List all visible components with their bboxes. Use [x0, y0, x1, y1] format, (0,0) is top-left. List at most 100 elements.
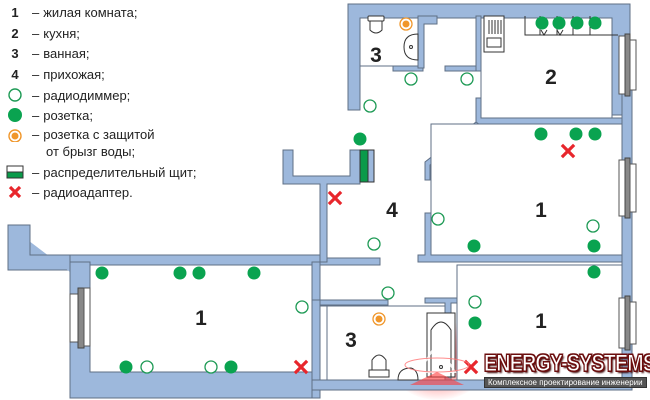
- radiodimmer-icon: [468, 295, 482, 309]
- room-label: 3: [345, 329, 357, 352]
- legend-label: –ванная;: [32, 45, 90, 61]
- bathtub-icon: [426, 312, 456, 378]
- legend-key: 4: [11, 66, 19, 82]
- radioadapter-icon: [463, 359, 479, 375]
- splash-socket-icon: [0, 126, 30, 142]
- wall-bath-inner: [417, 15, 438, 69]
- legend-label: –кухня;: [32, 25, 80, 41]
- radiodimmer-icon: [0, 87, 30, 103]
- socket-icon: [468, 316, 482, 330]
- socket-icon: [587, 239, 601, 253]
- legend-label: –радиодиммер;: [32, 87, 131, 103]
- radioadapter-icon: [560, 143, 576, 159]
- socket-icon: [570, 16, 584, 30]
- radioadapter-icon: [327, 190, 343, 206]
- room-label: 2: [545, 66, 557, 89]
- watermark-title: ENERGY-SYSTEMS: [484, 350, 650, 378]
- radiodimmer-icon: [381, 286, 395, 300]
- radiodimmers: [140, 72, 600, 374]
- radioadapter-icon: [293, 359, 309, 375]
- toilet-top-icon: [367, 15, 385, 34]
- socket-icon: [587, 265, 601, 279]
- splash-socket-icon: [399, 17, 413, 31]
- legend-label: –розетка;: [32, 107, 93, 123]
- socket-icon: [534, 127, 548, 141]
- radiodimmer-icon: [404, 72, 418, 86]
- sockets: [95, 16, 602, 374]
- legend-label: от брызг воды;: [46, 143, 136, 159]
- legend-row-splash-socket-cont: от брызг воды;: [44, 142, 135, 160]
- radiodimmer-icon: [460, 72, 474, 86]
- wall-bath-partition-2: [444, 65, 480, 72]
- legend-key: 1: [11, 4, 19, 20]
- room-label: 1: [535, 199, 547, 222]
- legend-row-radiodimmer: –радиодиммер;: [0, 86, 130, 104]
- radiodimmer-icon: [586, 219, 600, 233]
- sink-bottom-icon: [397, 367, 419, 381]
- socket-icon: [224, 360, 238, 374]
- window-living-mid: [618, 157, 637, 219]
- radiodimmer-icon: [431, 212, 445, 226]
- socket-icon: [552, 16, 566, 30]
- socket-icon: [535, 16, 549, 30]
- room-labels: 3 2 4 1 1 3 1: [195, 44, 557, 352]
- room-interior-living-left: [89, 264, 313, 373]
- radiodimmer-icon: [204, 360, 218, 374]
- socket-icon: [467, 239, 481, 253]
- legend-label: –жилая комната;: [32, 4, 138, 20]
- watermark: ENERGY-SYSTEMS Комплексное проектировани…: [476, 350, 650, 390]
- socket-icon: [192, 266, 206, 280]
- radiodimmer-icon: [140, 360, 154, 374]
- watermark-subtitle: Комплексное проектирование инженерии: [484, 377, 647, 388]
- wall-closet: [282, 149, 361, 263]
- legend-label: –распределительный щит;: [32, 164, 197, 180]
- wall-kitchen-inner: [475, 15, 482, 72]
- socket-icon: [173, 266, 187, 280]
- legend-row-socket: –розетка;: [0, 106, 93, 124]
- room-interior-living-mid: [430, 123, 623, 256]
- socket-icon: [95, 266, 109, 280]
- socket-icon: [588, 127, 602, 141]
- window-living-right: [618, 295, 637, 351]
- sink-top-icon: [403, 33, 419, 61]
- radiodimmer-icon: [295, 300, 309, 314]
- socket-icon: [588, 16, 602, 30]
- room-label: 3: [370, 44, 382, 67]
- windows: [69, 33, 637, 351]
- room-label: 1: [195, 307, 207, 330]
- window-living-left: [69, 287, 91, 349]
- watermark-logo-icon: [404, 341, 470, 385]
- window-kitchen: [618, 33, 637, 97]
- distribution-panel-icon: [359, 149, 375, 183]
- distribution-panel-icon: [0, 165, 30, 179]
- wall-bath2-top: [319, 299, 389, 306]
- splash-sockets: [372, 17, 413, 326]
- room-label: 4: [386, 199, 398, 222]
- radiodimmer-icon: [363, 99, 377, 113]
- socket-icon: [353, 132, 367, 146]
- legend-row-kitchen: 2 –кухня;: [0, 24, 80, 42]
- radiodimmer-icon: [367, 237, 381, 251]
- legend-row-radioadapter: –радиоадаптер.: [0, 183, 133, 201]
- radioadapters: [293, 143, 576, 375]
- toilet-bottom-icon: [368, 354, 390, 378]
- socket-icon: [247, 266, 261, 280]
- radioadapter-icon: [0, 184, 30, 200]
- legend-label: –радиоадаптер.: [32, 184, 133, 200]
- legend-row-bathroom: 3 –ванная;: [0, 44, 89, 62]
- legend-label: –прихожая;: [32, 66, 105, 82]
- splash-socket-icon: [372, 312, 386, 326]
- socket-icon: [119, 360, 133, 374]
- legend-row-living-room: 1 –жилая комната;: [0, 3, 137, 21]
- legend-row-panel: –распределительный щит;: [0, 163, 197, 181]
- room-interior-living-right: [456, 264, 623, 381]
- legend-key: 2: [11, 25, 19, 41]
- stove-icon: [483, 15, 505, 53]
- legend-row-hallway: 4 –прихожая;: [0, 65, 105, 83]
- legend-label: –розетка с защитой: [32, 126, 155, 142]
- legend-key: 3: [11, 45, 19, 61]
- room-label: 1: [535, 310, 547, 333]
- legend-row-splash-socket: –розетка с защитой: [0, 125, 155, 143]
- socket-icon: [569, 127, 583, 141]
